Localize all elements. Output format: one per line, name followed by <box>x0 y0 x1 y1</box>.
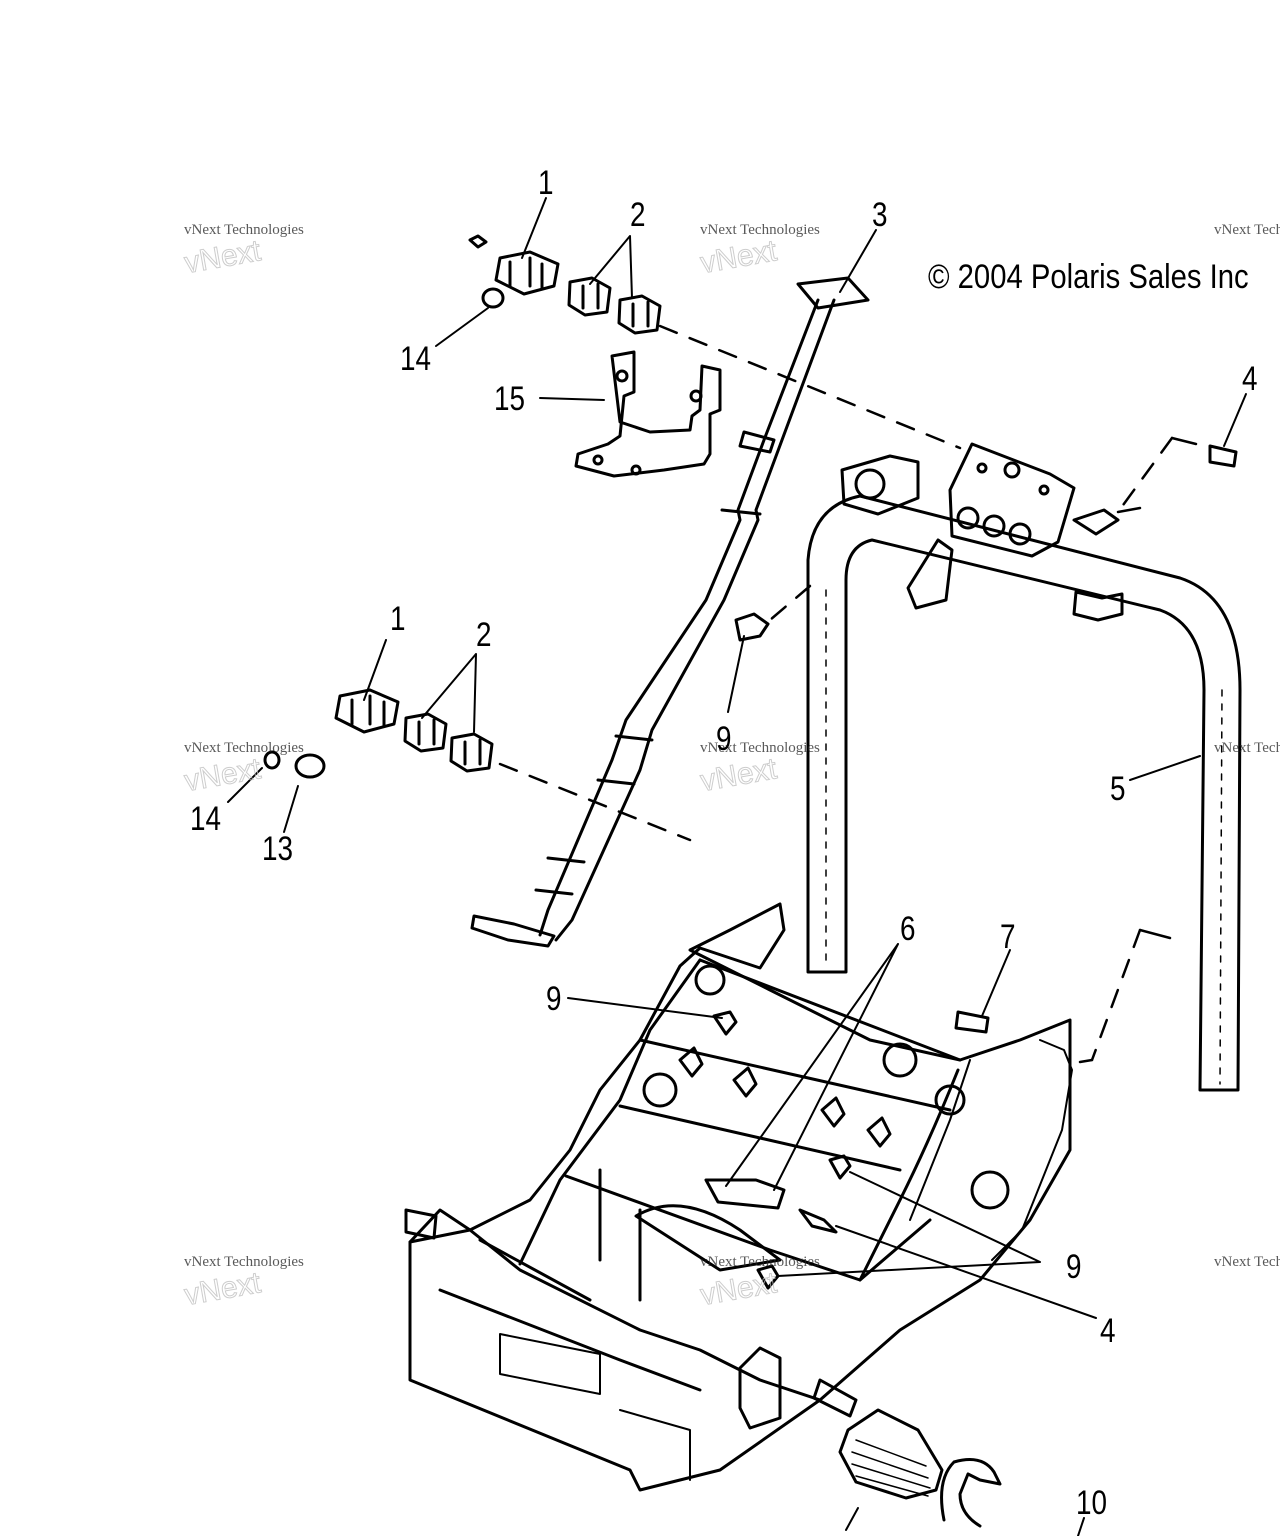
guide-lines <box>498 324 1174 1062</box>
callout-13: 13 <box>262 830 294 868</box>
bolt-7 <box>954 1010 990 1034</box>
bracket-part-15 <box>574 350 722 478</box>
callout-7: 7 <box>1000 918 1016 956</box>
callout-9-column: 9 <box>716 720 732 758</box>
callout-1-top: 1 <box>538 164 554 202</box>
callout-10: 10 <box>1076 1484 1108 1522</box>
roll-bar <box>806 442 1242 1092</box>
watermark: vNext Technologies <box>1214 740 1280 756</box>
callout-6: 6 <box>900 910 916 948</box>
bolt-right <box>1208 444 1238 468</box>
callout-14-top: 14 <box>400 340 432 378</box>
boot-part-10 <box>838 1408 1002 1528</box>
column-clip <box>734 612 770 642</box>
callout-9-left: 9 <box>546 980 562 1018</box>
steering-column <box>470 276 870 948</box>
callout-4-right: 4 <box>1242 360 1258 398</box>
callout-5: 5 <box>1110 770 1126 808</box>
callout-2-mid: 2 <box>476 616 492 654</box>
leader-lines <box>227 197 1247 1536</box>
mid-clamp-assembly <box>263 688 494 779</box>
top-clamp-assembly <box>468 234 662 335</box>
callout-2-top: 2 <box>630 196 646 234</box>
chassis-frame <box>404 902 1073 1492</box>
copyright-notice: © 2004 Polaris Sales Inc <box>928 258 1249 296</box>
callout-9-right: 9 <box>1066 1248 1082 1286</box>
callout-1-mid: 1 <box>390 600 406 638</box>
callout-3: 3 <box>872 196 888 234</box>
callout-4-bottom: 4 <box>1100 1312 1116 1350</box>
callout-14-mid: 14 <box>190 800 222 838</box>
watermark: vNext Technologies <box>1214 222 1280 238</box>
callout-15: 15 <box>494 380 526 418</box>
watermark: vNext Technologies <box>1214 1254 1280 1270</box>
